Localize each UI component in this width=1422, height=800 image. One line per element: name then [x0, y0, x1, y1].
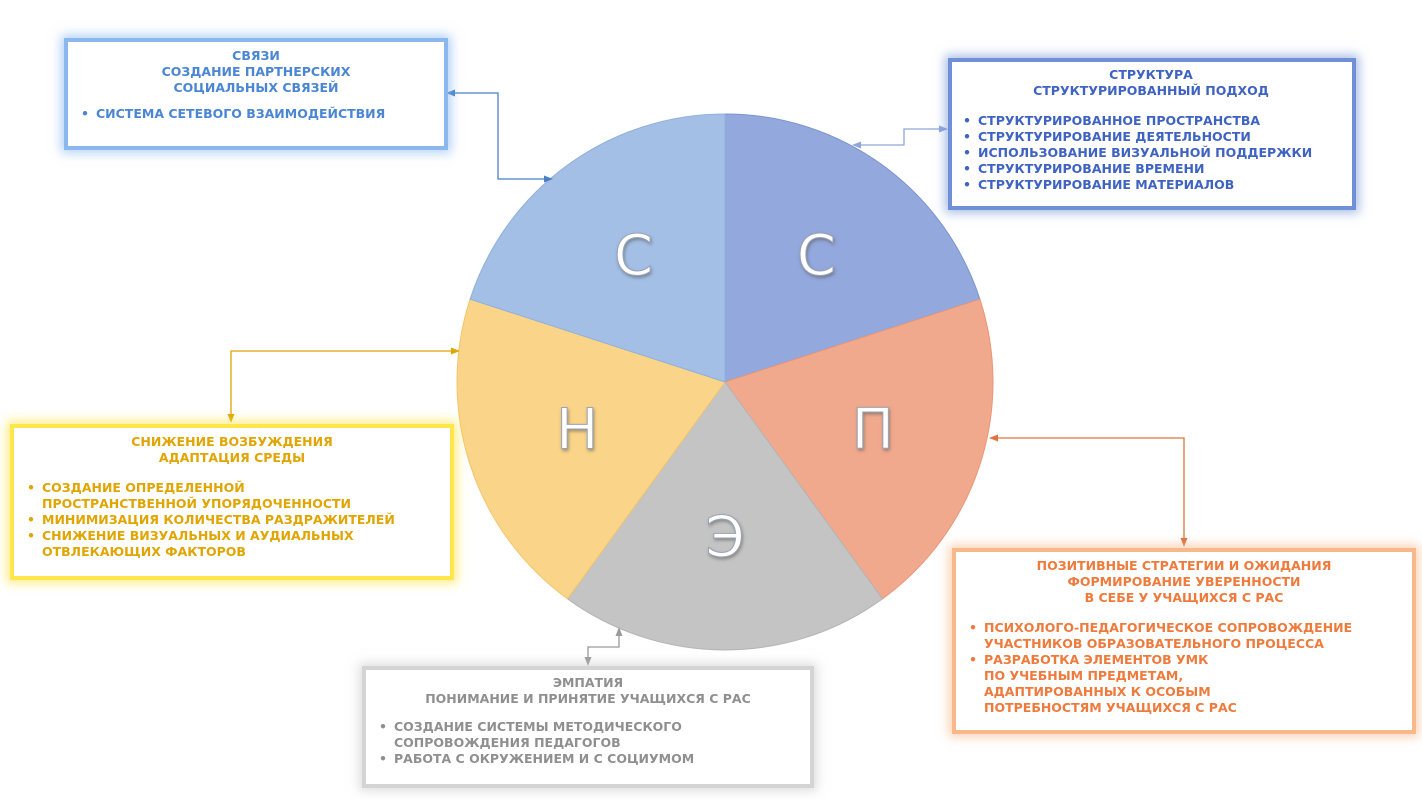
- box-connections-list: СИСТЕМА СЕТЕВОГО ВЗАИМОДЕЙСТВИЯ: [78, 106, 434, 122]
- box-empathy-heading: ЭМПАТИЯ ПОНИМАНИЕ И ПРИНЯТИЕ УЧАЩИХСЯ С …: [425, 675, 751, 706]
- box-empathy-list: СОЗДАНИЕ СИСТЕМЫ МЕТОДИЧЕСКОГО СОПРОВОЖД…: [376, 719, 800, 767]
- list-item: СТРУКТУРИРОВАННОЕ ПРОСТРАНСТВА: [963, 113, 1342, 129]
- segment-positive-letter: П: [852, 398, 894, 463]
- list-item: СОЗДАНИЕ СИСТЕМЫ МЕТОДИЧЕСКОГО СОПРОВОЖД…: [379, 719, 800, 751]
- list-item: СОЗДАНИЕ ОПРЕДЕЛЕННОЙ ПРОСТРАНСТВЕННОЙ У…: [27, 480, 440, 512]
- box-connections: СВЯЗИ СОЗДАНИЕ ПАРТНЕРСКИХ СОЦИАЛЬНЫХ СВ…: [64, 38, 448, 150]
- list-item: СТРУКТУРИРОВАНИЕ ДЕЯТЕЛЬНОСТИ: [963, 129, 1342, 145]
- list-item: РАБОТА С ОКРУЖЕНИЕМ И С СОЦИУМОМ: [379, 751, 800, 767]
- box-positive-strategies-list: ПСИХОЛОГО-ПЕДАГОГИЧЕСКОЕ СОПРОВОЖДЕНИЕ У…: [966, 620, 1402, 716]
- list-item: СТРУКТУРИРОВАНИЕ МАТЕРИАЛОВ: [963, 177, 1342, 193]
- segment-arousal-letter: Н: [556, 398, 598, 463]
- segment-connections-letter: С: [614, 224, 653, 289]
- box-arousal-reduction: СНИЖЕНИЕ ВОЗБУЖДЕНИЯ АДАПТАЦИЯ СРЕДЫ СОЗ…: [10, 424, 454, 580]
- box-structure-list: СТРУКТУРИРОВАННОЕ ПРОСТРАНСТВА СТРУКТУРИ…: [960, 113, 1342, 193]
- segment-positive: [724, 298, 994, 600]
- segment-structure: [724, 113, 981, 383]
- box-arousal-reduction-list: СОЗДАНИЕ ОПРЕДЕЛЕННОЙ ПРОСТРАНСТВЕННОЙ У…: [24, 480, 440, 560]
- box-arousal-reduction-heading: СНИЖЕНИЕ ВОЗБУЖДЕНИЯ АДАПТАЦИЯ СРЕДЫ: [131, 434, 333, 465]
- segment-connections: [469, 113, 726, 383]
- box-positive-strategies: ПОЗИТИВНЫЕ СТРАТЕГИИ И ОЖИДАНИЯ ФОРМИРОВ…: [952, 548, 1416, 734]
- list-item: ИСПОЛЬЗОВАНИЕ ВИЗУАЛЬНОЙ ПОДДЕРЖКИ: [963, 145, 1342, 161]
- list-item: СИСТЕМА СЕТЕВОГО ВЗАИМОДЕЙСТВИЯ: [81, 106, 434, 122]
- connector-blue-left: [446, 89, 553, 183]
- segment-arousal: [456, 298, 726, 600]
- list-item: РАЗРАБОТКА ЭЛЕМЕНТОВ УМК ПО УЧЕБНЫМ ПРЕД…: [969, 652, 1402, 716]
- segment-empathy-letter: Э: [705, 505, 744, 570]
- pie-chart: С П Э Н С: [456, 113, 994, 651]
- list-item: СТРУКТУРИРОВАНИЕ ВРЕМЕНИ: [963, 161, 1342, 177]
- connector-orange: [989, 434, 1188, 547]
- connector-blue-right: [852, 125, 948, 149]
- list-item: СНИЖЕНИЕ ВИЗУАЛЬНЫХ И АУДИАЛЬНЫХ ОТВЛЕКА…: [27, 528, 440, 560]
- box-structure: СТРУКТУРА СТРУКТУРИРОВАННЫЙ ПОДХОД СТРУК…: [948, 58, 1356, 210]
- box-positive-strategies-heading: ПОЗИТИВНЫЕ СТРАТЕГИИ И ОЖИДАНИЯ ФОРМИРОВ…: [1036, 558, 1332, 605]
- box-empathy: ЭМПАТИЯ ПОНИМАНИЕ И ПРИНЯТИЕ УЧАЩИХСЯ С …: [362, 666, 814, 788]
- box-connections-heading: СВЯЗИ СОЗДАНИЕ ПАРТНЕРСКИХ СОЦИАЛЬНЫХ СВ…: [161, 48, 351, 95]
- connector-gray: [584, 627, 623, 666]
- segment-empathy: [566, 381, 884, 651]
- box-structure-heading: СТРУКТУРА СТРУКТУРИРОВАННЫЙ ПОДХОД: [1033, 67, 1269, 98]
- connector-yellow: [227, 347, 460, 423]
- list-item: ПСИХОЛОГО-ПЕДАГОГИЧЕСКОЕ СОПРОВОЖДЕНИЕ У…: [969, 620, 1402, 652]
- connector-arrows: [227, 89, 1188, 666]
- list-item: МИНИМИЗАЦИЯ КОЛИЧЕСТВА РАЗДРАЖИТЕЛЕЙ: [27, 512, 440, 528]
- segment-structure-letter: С: [797, 224, 836, 289]
